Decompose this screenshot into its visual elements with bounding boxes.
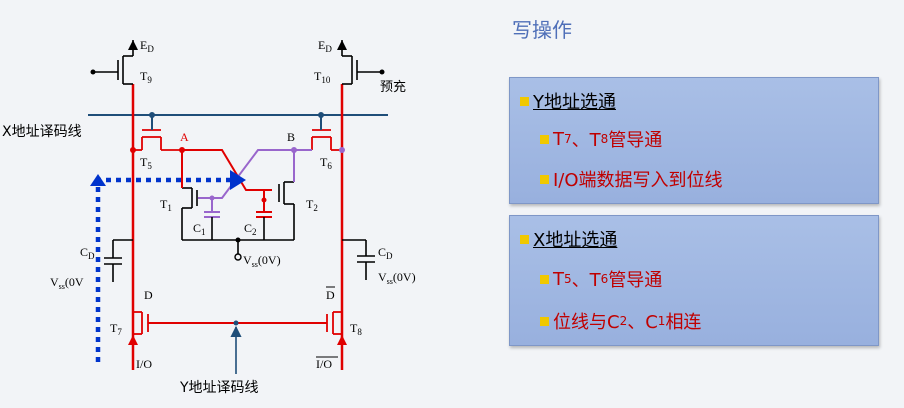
t6-transistor xyxy=(311,129,342,151)
t8-transistor xyxy=(326,311,342,335)
subscript: 5 xyxy=(564,272,572,286)
bullet-icon xyxy=(540,174,549,184)
text-part: 、C xyxy=(627,312,658,333)
ed-left-arrow xyxy=(128,40,138,50)
io-right-arrow xyxy=(337,335,347,345)
bullet-icon xyxy=(520,234,529,244)
bullet-icon xyxy=(540,274,549,284)
t8-label: T8 xyxy=(350,321,362,337)
text-part: 管导通 xyxy=(608,130,663,151)
t6-label: T6 xyxy=(320,155,332,171)
t9-transistor xyxy=(95,40,134,85)
t9-gate-dot xyxy=(90,69,96,75)
bullet-icon xyxy=(540,316,549,326)
text-part: I/O端数据写入到位线 xyxy=(553,170,723,191)
dbar-label: D xyxy=(326,288,335,302)
a-to-t2-gate-wire xyxy=(182,149,272,191)
vss-mid-label: Vss(0V) xyxy=(243,253,281,269)
c1-capacitor xyxy=(204,198,220,218)
cd-left-capacitor xyxy=(104,239,133,282)
t10-gate-dot xyxy=(379,69,385,75)
subscript: 2 xyxy=(619,314,628,328)
y-junction-dot xyxy=(233,320,239,326)
vss-mid-dot xyxy=(235,237,241,243)
t2-transistor xyxy=(278,150,295,240)
ed-right-arrow xyxy=(337,40,347,50)
node-a-label: A xyxy=(180,130,189,144)
write-path-arrow-up xyxy=(90,174,106,186)
y-select-line2: I/O端数据写入到位线 xyxy=(540,166,723,192)
precharge-label: 预充 xyxy=(380,79,406,95)
write-path-arrow-right xyxy=(230,170,246,190)
text-part: 位线与C xyxy=(553,312,620,333)
text-part: 、T xyxy=(571,130,601,151)
vss-right-label: Vss(0V) xyxy=(378,270,416,286)
subscript: 1 xyxy=(657,314,666,328)
t5-transistor xyxy=(133,129,182,151)
cd-right-label: CD xyxy=(378,245,393,261)
t5-label: T5 xyxy=(140,155,152,171)
c2-capacitor xyxy=(256,190,272,218)
iobar-label: I/O xyxy=(316,357,332,371)
text-part: 相连 xyxy=(665,312,702,333)
text-part: 、T xyxy=(571,270,601,291)
c2-node-dot xyxy=(261,197,267,203)
sram-write-circuit: ED ED T9 T10 预充 X地址译码线 A B T5 T6 T1 T2 C… xyxy=(2,38,416,396)
t7-label: T7 xyxy=(110,321,122,337)
slide-title: 写操作 xyxy=(512,18,572,42)
cd-right-capacitor xyxy=(342,239,375,280)
y-decoder-label: Y地址译码线 xyxy=(179,380,259,396)
node-b-label: B xyxy=(287,130,295,144)
vss-mid-terminal xyxy=(234,253,242,261)
t5-drain-dot xyxy=(130,147,136,153)
bullet-icon xyxy=(520,96,529,106)
subscript: 7 xyxy=(564,132,572,146)
vss-left-label: Vss(0V xyxy=(50,275,84,291)
subscript: 8 xyxy=(600,132,609,146)
c1-node-dot xyxy=(209,195,215,201)
x-select-heading-row: X地址选通 xyxy=(520,226,617,252)
text-part: T xyxy=(553,268,564,290)
c2-label: C2 xyxy=(244,221,257,237)
ed-right-label: ED xyxy=(318,38,332,54)
c1-label: C1 xyxy=(193,221,206,237)
bullet-icon xyxy=(540,134,549,144)
io-label: I/O xyxy=(136,357,152,371)
cd-left-label: CD xyxy=(80,245,95,261)
subscript: 6 xyxy=(600,272,609,286)
ed-left-label: ED xyxy=(140,38,154,54)
y-select-heading: Y地址选通 xyxy=(533,92,616,113)
d-label: D xyxy=(144,288,153,302)
x-select-heading: X地址选通 xyxy=(533,230,618,251)
t2-label: T2 xyxy=(306,197,318,213)
text-part: 管导通 xyxy=(608,270,663,291)
text-part: T xyxy=(553,128,564,150)
t9-label: T9 xyxy=(140,69,152,85)
t7-transistor xyxy=(133,311,149,335)
io-left-arrow xyxy=(128,335,138,345)
t6-drain-dot xyxy=(339,147,345,153)
y-select-heading-row: Y地址选通 xyxy=(520,88,616,114)
t10-transistor xyxy=(341,40,380,85)
t1-label: T1 xyxy=(160,197,172,213)
t10-label: T10 xyxy=(314,69,331,85)
x-decoder-label: X地址译码线 xyxy=(2,124,82,140)
